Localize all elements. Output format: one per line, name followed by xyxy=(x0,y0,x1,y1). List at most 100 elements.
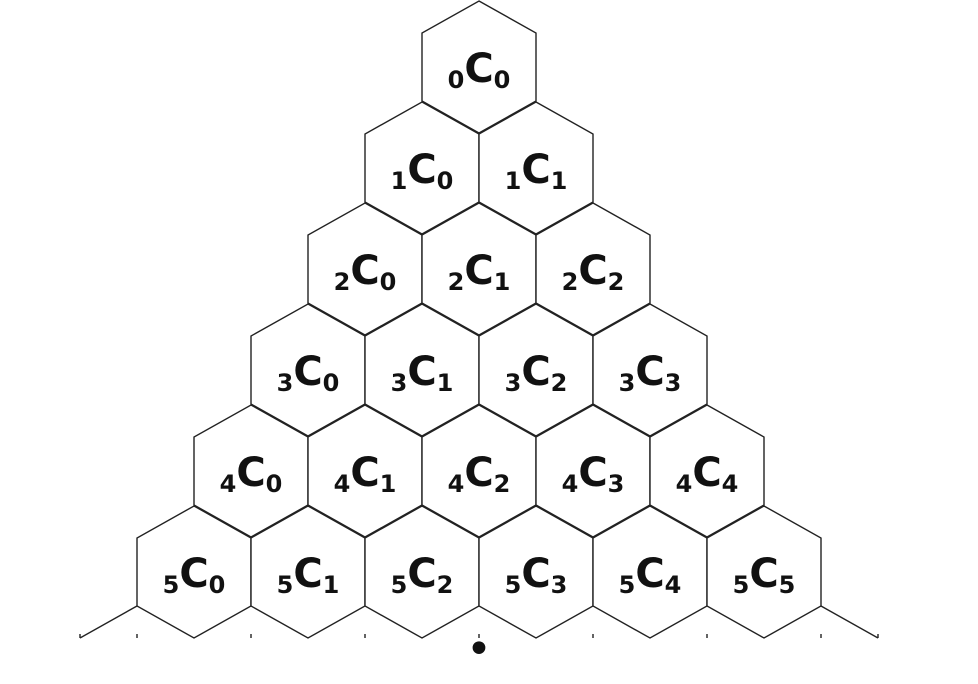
binomial-label: 1C1 xyxy=(505,147,568,195)
n-subscript: 3 xyxy=(505,369,522,397)
binomial-label: 5C2 xyxy=(391,551,454,599)
k-subscript: 1 xyxy=(437,369,454,397)
c-symbol: C xyxy=(407,349,436,395)
n-subscript: 4 xyxy=(448,470,465,498)
binomial-label: 5C1 xyxy=(277,551,340,599)
c-symbol: C xyxy=(407,147,436,193)
hexagon xyxy=(706,505,822,639)
hex-cell-5-3: 5C3 xyxy=(478,505,594,639)
hexagon xyxy=(592,303,708,437)
binomial-label: 3C0 xyxy=(277,349,340,397)
hex-cell-4-2: 4C2 xyxy=(421,404,537,538)
c-symbol: C xyxy=(293,551,322,597)
n-subscript: 5 xyxy=(391,571,408,599)
hexagon xyxy=(649,404,765,538)
c-symbol: C xyxy=(236,450,265,496)
hex-cell-1-0: 1C0 xyxy=(364,101,480,235)
binomial-label: 4C4 xyxy=(676,450,739,498)
c-symbol: C xyxy=(293,349,322,395)
k-subscript: 2 xyxy=(551,369,568,397)
k-subscript: 3 xyxy=(551,571,568,599)
c-symbol: C xyxy=(521,349,550,395)
k-subscript: 2 xyxy=(437,571,454,599)
binomial-label: 2C2 xyxy=(562,248,625,296)
k-subscript: 1 xyxy=(323,571,340,599)
binomial-label: 4C0 xyxy=(220,450,283,498)
c-symbol: C xyxy=(635,349,664,395)
k-subscript: 2 xyxy=(494,470,511,498)
n-subscript: 3 xyxy=(391,369,408,397)
c-symbol: C xyxy=(521,147,550,193)
binomial-label: 5C0 xyxy=(163,551,226,599)
hex-cell-5-0: 5C0 xyxy=(136,505,252,639)
k-subscript: 0 xyxy=(266,470,283,498)
hex-cell-2-2: 2C2 xyxy=(535,202,651,336)
c-symbol: C xyxy=(407,551,436,597)
c-symbol: C xyxy=(521,551,550,597)
c-symbol: C xyxy=(179,551,208,597)
hexagon xyxy=(535,202,651,336)
binomial-label: 4C2 xyxy=(448,450,511,498)
hex-cell-5-5: 5C5 xyxy=(706,505,822,639)
k-subscript: 1 xyxy=(380,470,397,498)
binomial-label: 3C2 xyxy=(505,349,568,397)
k-subscript: 5 xyxy=(779,571,796,599)
binomial-label: 4C1 xyxy=(334,450,397,498)
k-subscript: 4 xyxy=(665,571,682,599)
n-subscript: 5 xyxy=(505,571,522,599)
c-symbol: C xyxy=(749,551,778,597)
c-symbol: C xyxy=(464,248,493,294)
c-symbol: C xyxy=(692,450,721,496)
continuation-edge-left xyxy=(79,605,138,639)
k-subscript: 0 xyxy=(323,369,340,397)
hex-cell-3-3: 3C3 xyxy=(592,303,708,437)
hex-cell-1-1: 1C1 xyxy=(478,101,594,235)
binomial-label: 5C4 xyxy=(619,551,682,599)
n-subscript: 3 xyxy=(619,369,636,397)
c-symbol: C xyxy=(464,46,493,92)
c-symbol: C xyxy=(464,450,493,496)
n-subscript: 1 xyxy=(391,167,408,195)
c-symbol: C xyxy=(578,450,607,496)
c-symbol: C xyxy=(578,248,607,294)
hex-cell-5-1: 5C1 xyxy=(250,505,366,639)
k-subscript: 0 xyxy=(437,167,454,195)
binomial-label: 5C5 xyxy=(733,551,796,599)
hex-cell-4-4: 4C4 xyxy=(649,404,765,538)
n-subscript: 4 xyxy=(562,470,579,498)
hex-cell-3-2: 3C2 xyxy=(478,303,594,437)
binomial-label: 5C3 xyxy=(505,551,568,599)
hex-cell-0-0: 0C0 xyxy=(421,0,537,134)
k-subscript: 0 xyxy=(494,66,511,94)
k-subscript: 1 xyxy=(494,268,511,296)
k-subscript: 4 xyxy=(722,470,739,498)
continuation-edge-right xyxy=(820,605,879,639)
hex-cell-5-2: 5C2 xyxy=(364,505,480,639)
binomial-label: 2C0 xyxy=(334,248,397,296)
c-symbol: C xyxy=(350,248,379,294)
binomial-label: 0C0 xyxy=(448,46,511,94)
n-subscript: 1 xyxy=(505,167,522,195)
n-subscript: 0 xyxy=(448,66,465,94)
binomial-label: 4C3 xyxy=(562,450,625,498)
c-symbol: C xyxy=(350,450,379,496)
n-subscript: 5 xyxy=(163,571,180,599)
c-symbol: C xyxy=(635,551,664,597)
k-subscript: 3 xyxy=(665,369,682,397)
hexagon xyxy=(478,101,594,235)
n-subscript: 2 xyxy=(448,268,465,296)
k-subscript: 2 xyxy=(608,268,625,296)
n-subscript: 2 xyxy=(334,268,351,296)
hexagon xyxy=(421,0,537,134)
k-subscript: 0 xyxy=(380,268,397,296)
n-subscript: 5 xyxy=(277,571,294,599)
n-subscript: 5 xyxy=(619,571,636,599)
binomial-label: 3C3 xyxy=(619,349,682,397)
n-subscript: 5 xyxy=(733,571,750,599)
n-subscript: 4 xyxy=(334,470,351,498)
k-subscript: 3 xyxy=(608,470,625,498)
n-subscript: 2 xyxy=(562,268,579,296)
binomial-label: 3C1 xyxy=(391,349,454,397)
